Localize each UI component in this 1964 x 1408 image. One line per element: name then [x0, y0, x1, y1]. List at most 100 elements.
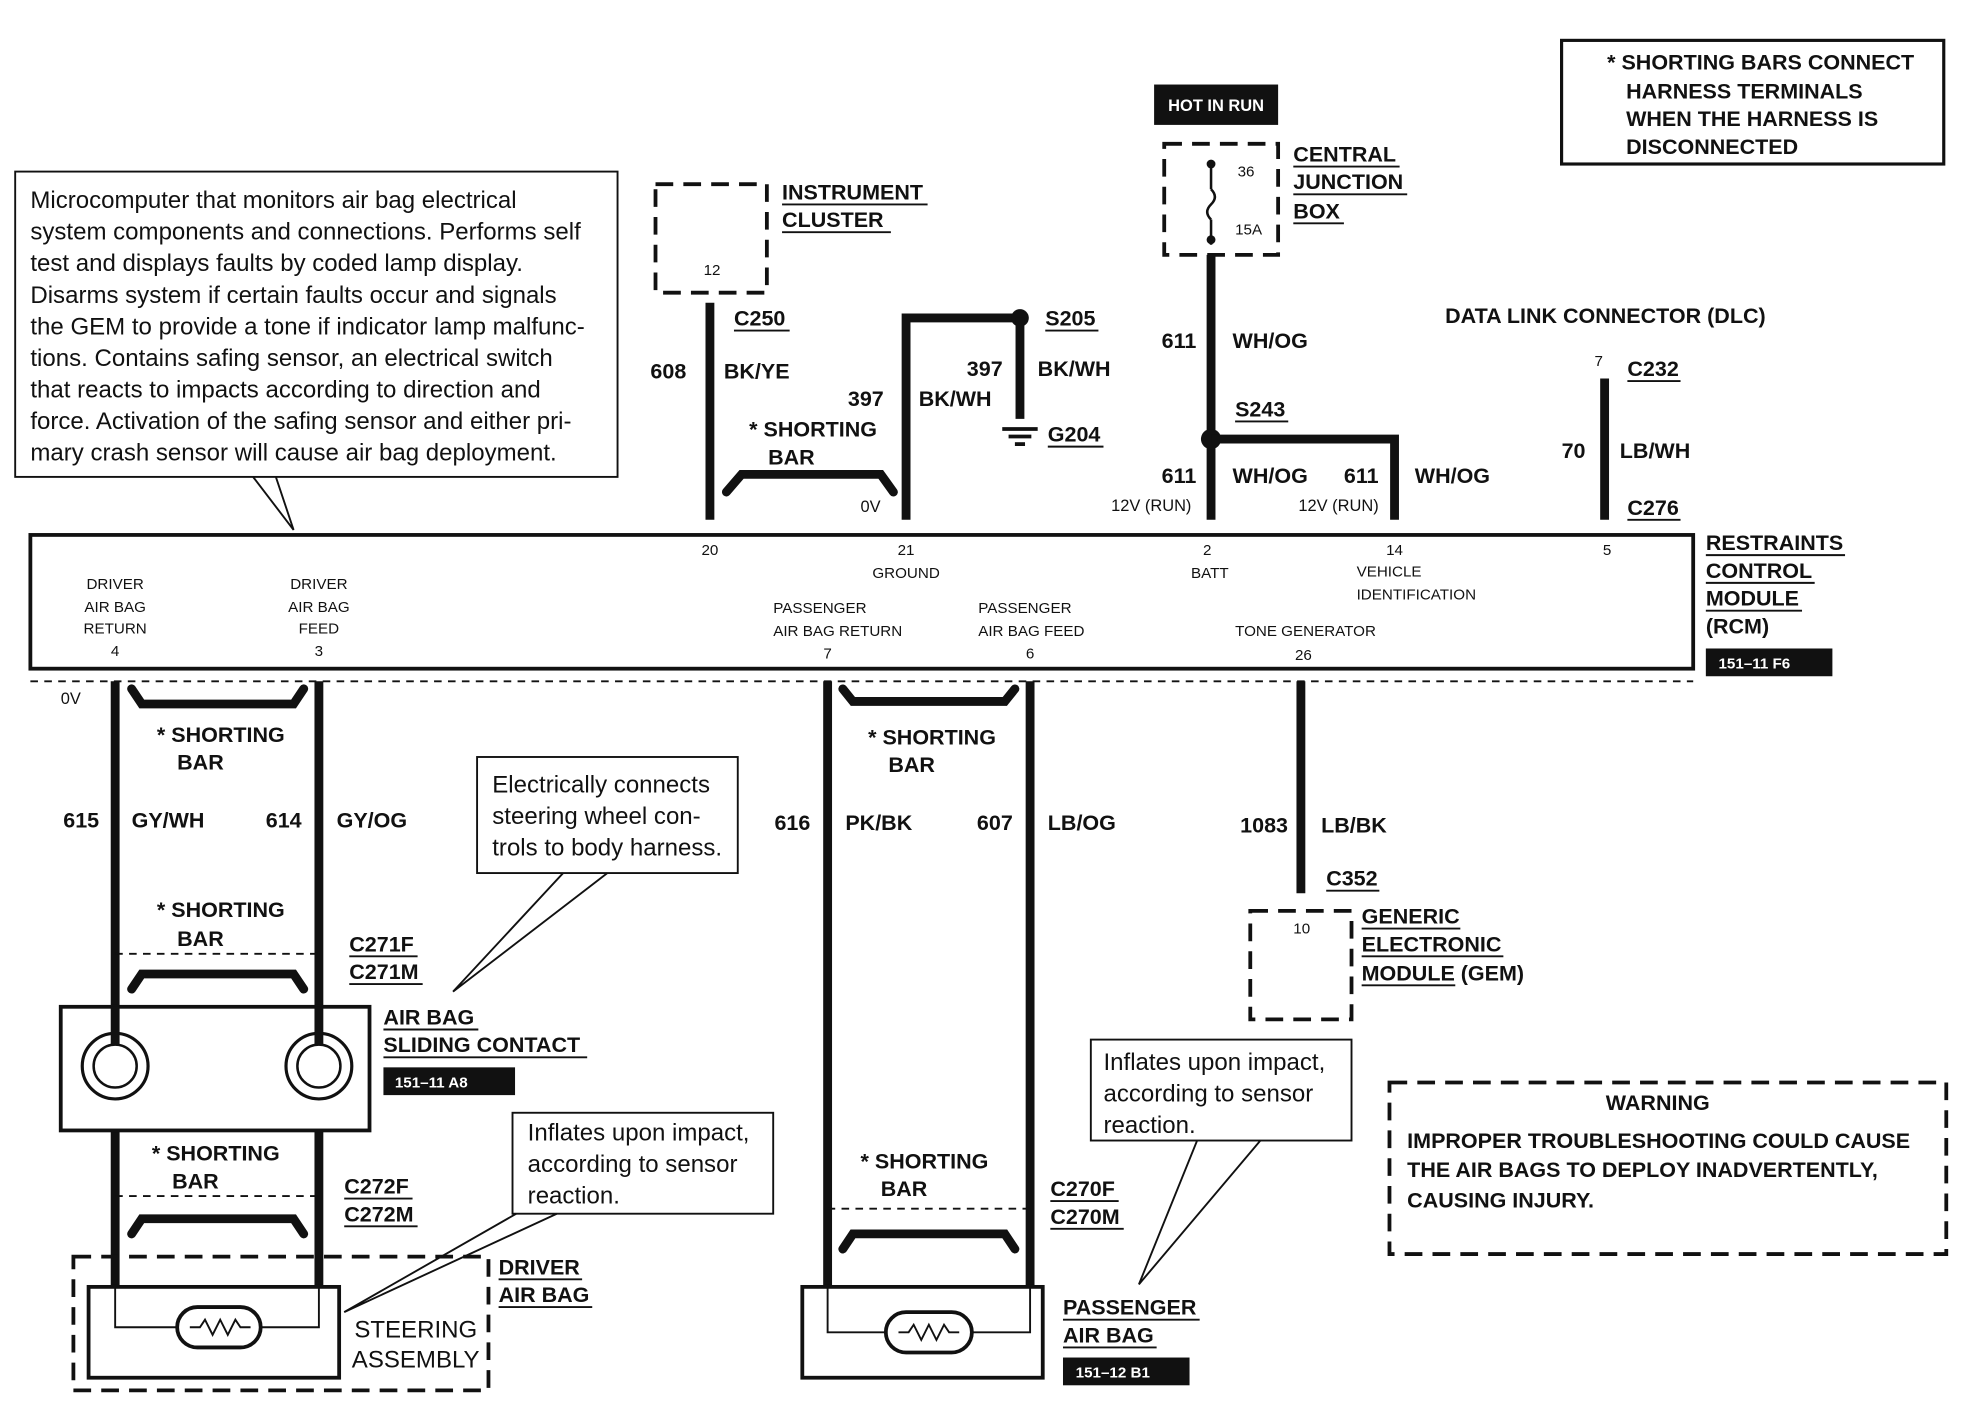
passenger-shorting-1-b: BAR: [888, 753, 935, 777]
wire-397a-number: 397: [848, 387, 884, 411]
rcm-pin-3-name-3: FEED: [299, 620, 340, 637]
g204-ground: G204: [1048, 423, 1101, 447]
rcm-note-line-2: system components and connections. Perfo…: [30, 219, 581, 246]
wire-611c-number: 611: [1344, 464, 1379, 488]
rcm-pin-14: 14: [1386, 542, 1403, 559]
rcm-pin-6: 6: [1026, 646, 1034, 663]
rcm-note-line-3: test and displays faults by coded lamp d…: [30, 250, 523, 277]
voltage-12v-b: 12V (RUN): [1298, 497, 1378, 515]
rcm-pin-20: 20: [701, 542, 718, 559]
top-shorting-bar-label-2: BAR: [768, 445, 815, 469]
cjb-title-3: BOX: [1293, 199, 1340, 223]
rcm-note-line-9: mary crash sensor will cause air bag dep…: [30, 440, 556, 467]
zero-volt-top: 0V: [861, 498, 881, 516]
driver-air-bag: STEERING ASSEMBLY DRIVER AIR BAG: [71, 1254, 593, 1393]
c232-connector: C232: [1627, 357, 1678, 381]
rcm-title-1: RESTRAINTS: [1706, 531, 1843, 555]
driver-shorting-2-b: BAR: [177, 927, 224, 951]
wire-616-color: PK/BK: [845, 811, 912, 835]
passenger-note-line-2: according to sensor: [1103, 1080, 1313, 1107]
c250-connector: C250: [734, 307, 785, 331]
wire-1083-color: LB/BK: [1321, 814, 1387, 838]
rcm-pin-6-name-1: PASSENGER: [978, 600, 1071, 617]
rcm-note-line-4: Disarms system if certain faults occur a…: [30, 282, 556, 309]
wire-1083-gem: 1083 LB/BK C352 10 GENERIC ELECTRONIC MO…: [1240, 681, 1524, 1022]
wire-611: 611 WH/OG S243 611 WH/OG 611 WH/OG 12V (…: [1111, 254, 1490, 520]
wire-607-number: 607: [977, 811, 1013, 835]
wire-607-color: LB/OG: [1048, 811, 1116, 835]
c270m-connector: C270M: [1050, 1205, 1119, 1229]
driver-note-line-3: reaction.: [528, 1183, 620, 1210]
instrument-cluster: 12 INSTRUMENT CLUSTER: [653, 180, 928, 295]
wire-397b-number: 397: [967, 357, 1003, 381]
rcm-note-line-8: force. Activation of the safing sensor a…: [30, 408, 571, 435]
rcm-pin-7-name-2: AIR BAG RETURN: [773, 623, 902, 640]
rcm-pin-2: 2: [1203, 542, 1211, 559]
cjb-pin-36: 36: [1238, 164, 1255, 181]
wire-611a-number: 611: [1162, 329, 1197, 353]
top-shorting-bar-label-1: * SHORTING: [749, 418, 877, 442]
rcm-pin-4: 4: [111, 643, 119, 660]
passenger-air-bag: PASSENGER AIR BAG 151–12 B1: [800, 1284, 1200, 1386]
wire-608-number: 608: [650, 360, 686, 384]
driver-note-line-1: Inflates upon impact,: [528, 1120, 750, 1147]
passenger-note-line-3: reaction.: [1103, 1112, 1195, 1139]
top-shorting-bar: * SHORTING BAR 0V: [721, 418, 898, 516]
wire-608: C250 608 BK/YE: [650, 302, 790, 520]
wire-615-color: GY/WH: [132, 809, 205, 833]
driver-note-line-2: according to sensor: [528, 1151, 738, 1178]
restraints-control-module: RESTRAINTS CONTROL MODULE (RCM) 151–11 F…: [28, 531, 1846, 677]
rcm-pin-3-name-1: DRIVER: [290, 576, 347, 593]
gem-pin: 10: [1293, 921, 1310, 938]
rcm-pin-5: 5: [1603, 542, 1611, 559]
passenger-shorting-2-b: BAR: [881, 1177, 928, 1201]
warning-title: WARNING: [1606, 1091, 1710, 1115]
rcm-title-4: (RCM): [1706, 614, 1769, 638]
sliding-note-line-2: steering wheel con-: [492, 803, 700, 830]
rcm-pin-3-name-2: AIR BAG: [288, 599, 350, 616]
sliding-contact-title-1: AIR BAG: [383, 1005, 474, 1029]
wire-614-number: 614: [266, 809, 302, 833]
c352-connector: C352: [1326, 867, 1377, 891]
rcm-pin-21: 21: [898, 542, 915, 559]
dlc-title: DATA LINK CONNECTOR (DLC): [1445, 304, 1765, 328]
rcm-pin-7-name-1: PASSENGER: [773, 600, 866, 617]
driver-lower-wires: * SHORTING BAR C272F C272M: [115, 1142, 418, 1239]
sliding-note-line-3: trols to body harness.: [492, 834, 722, 861]
c272m-connector: C272M: [344, 1202, 413, 1226]
passenger-air-bag-title-2: AIR BAG: [1063, 1323, 1154, 1347]
shorting-bars-note: * SHORTING BARS CONNECT HARNESS TERMINAL…: [1560, 38, 1946, 166]
cjb-fuse-15a: 15A: [1235, 222, 1263, 239]
rcm-note-line-6: tions. Contains safing sensor, an electr…: [30, 345, 552, 372]
warning-box: WARNING IMPROPER TROUBLESHOOTING COULD C…: [1387, 1080, 1949, 1256]
driver-air-bag-title-2: AIR BAG: [499, 1283, 590, 1307]
driver-shorting-1-b: BAR: [177, 751, 224, 775]
c272f-connector: C272F: [344, 1175, 409, 1199]
rcm-note-line-5: the GEM to provide a tone if indicator l…: [30, 313, 584, 340]
air-bag-sliding-contact: AIR BAG SLIDING CONTACT 151–11 A8: [58, 1004, 588, 1133]
shorting-note-line-2: HARNESS TERMINALS: [1626, 79, 1863, 103]
wire-611b-number: 611: [1162, 464, 1197, 488]
driver-shorting-1-a: * SHORTING: [157, 723, 285, 747]
c271f-connector: C271F: [349, 932, 414, 956]
rcm-pin-7: 7: [823, 646, 831, 663]
rcm-note-line-1: Microcomputer that monitors air bag elec…: [30, 187, 516, 214]
wire-1083-number: 1083: [1240, 814, 1288, 838]
rcm-pin-4-name-2: AIR BAG: [84, 599, 146, 616]
rcm-pin-4-name-1: DRIVER: [86, 576, 143, 593]
driver-shorting-2-a: * SHORTING: [157, 898, 285, 922]
shorting-note-line-4: DISCONNECTED: [1626, 135, 1798, 159]
rcm-pin-14-name-1: VEHICLE: [1357, 564, 1422, 581]
steering-assembly-2: ASSEMBLY: [352, 1347, 480, 1374]
sliding-contact-note: Electrically connects steering wheel con…: [452, 756, 739, 993]
cjb-title-2: JUNCTION: [1293, 170, 1403, 194]
wire-70-color: LB/WH: [1620, 439, 1690, 463]
driver-airbag-note: Inflates upon impact, according to senso…: [343, 1111, 775, 1313]
passenger-airbag-note: Inflates upon impact, according to senso…: [1089, 1038, 1353, 1285]
instrument-cluster-title-1: INSTRUMENT: [782, 180, 923, 204]
warning-line-2: THE AIR BAGS TO DEPLOY INADVERTENTLY,: [1407, 1158, 1878, 1182]
passenger-air-bag-title-1: PASSENGER: [1063, 1296, 1197, 1320]
sliding-contact-ref: 151–11 A8: [395, 1075, 468, 1092]
rcm-pin-26: 26: [1295, 647, 1312, 664]
